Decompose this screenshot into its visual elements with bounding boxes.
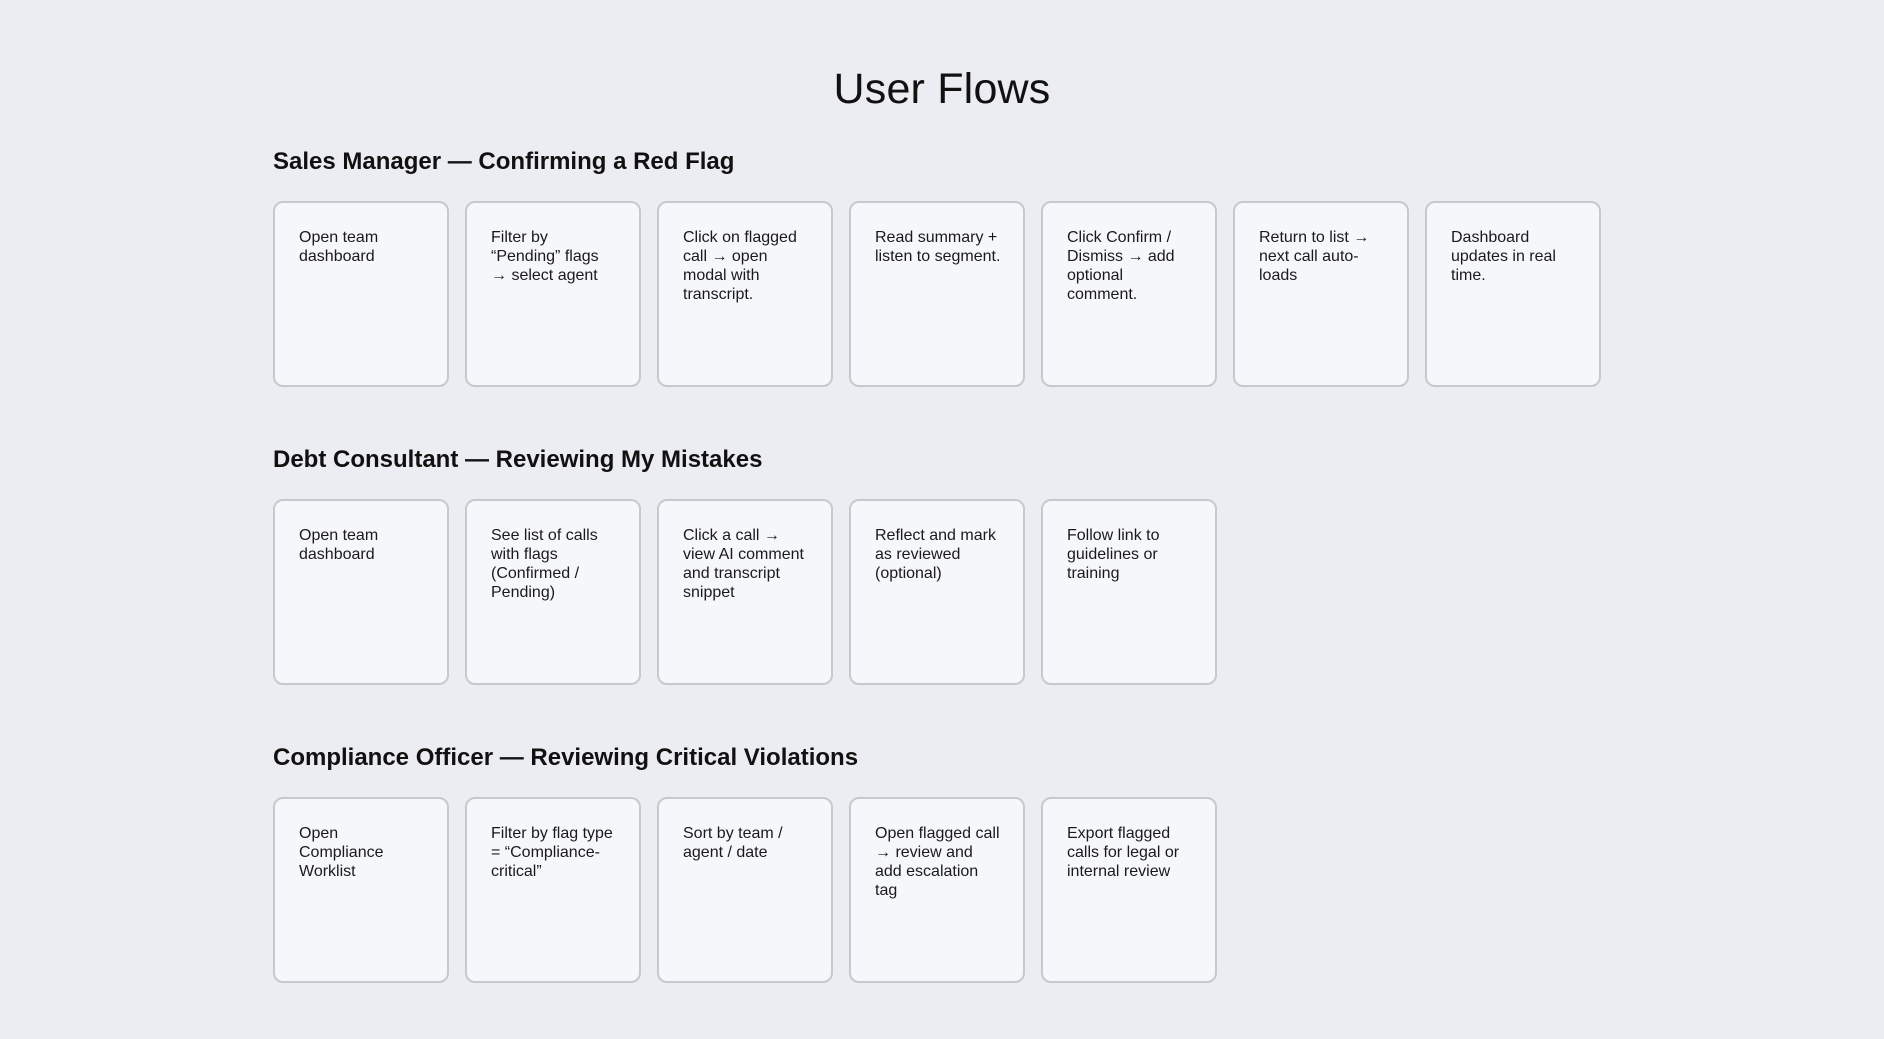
flow-step-card: Reflect and mark as reviewed (optional) [849,499,1025,685]
flow-step-card: Filter by “Pending” flags → select agent [465,201,641,387]
flow-steps: Open team dashboard Filter by “Pending” … [273,201,1673,387]
flow-title: Sales Manager — Confirming a Red Flag [273,148,735,175]
flow-steps: Open team dashboard See list of calls wi… [273,499,1673,685]
flow-step-card: Open flagged call → review and add escal… [849,797,1025,983]
flow-step-card: Open team dashboard [273,499,449,685]
flow-step-card: Open Compliance Worklist [273,797,449,983]
user-flows-container: Sales Manager — Confirming a Red Flag Op… [273,145,1673,1039]
flow-step-card: Click Confirm / Dismiss → add optional c… [1041,201,1217,387]
flow-step-card: Open team dashboard [273,201,449,387]
flow-debt-consultant: Debt Consultant — Reviewing My Mistakes … [273,443,1673,685]
flow-title: Compliance Officer — Reviewing Critical … [273,744,859,771]
flow-step-card: Filter by flag type = “Compliance-critic… [465,797,641,983]
flow-sales-manager: Sales Manager — Confirming a Red Flag Op… [273,145,1673,387]
flow-step-card: Return to list → next call auto-loads [1233,201,1409,387]
flow-step-card: Follow link to guidelines or training [1041,499,1217,685]
page-title: User Flows [833,65,1051,113]
flow-step-card: Dashboard updates in real time. [1425,201,1601,387]
flow-step-card: Click on flagged call → open modal with … [657,201,833,387]
flow-compliance-officer: Compliance Officer — Reviewing Critical … [273,741,1673,983]
flow-title: Debt Consultant — Reviewing My Mistakes [273,446,763,473]
flow-step-card: See list of calls with flags (Confirmed … [465,499,641,685]
flow-step-card: Sort by team / agent / date [657,797,833,983]
flow-step-card: Export flagged calls for legal or intern… [1041,797,1217,983]
flow-step-card: Click a call → view AI comment and trans… [657,499,833,685]
flow-steps: Open Compliance Worklist Filter by flag … [273,797,1673,983]
flow-step-card: Read summary + listen to segment. [849,201,1025,387]
